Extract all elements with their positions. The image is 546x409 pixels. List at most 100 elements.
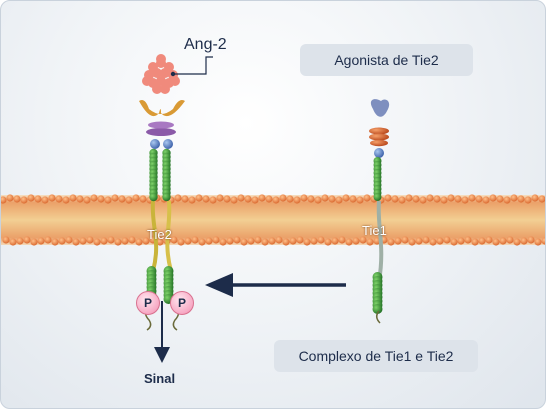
lipid-head [188, 196, 196, 204]
lipid-head [20, 196, 28, 204]
lipid-head [296, 236, 304, 244]
lipid-head [321, 194, 329, 202]
lipid-head [433, 195, 441, 203]
lipid-head [30, 238, 38, 246]
tie2-purple-ring [148, 121, 174, 129]
lipid-head [314, 196, 322, 204]
lipid-head [209, 196, 217, 204]
lipid-head [328, 195, 336, 203]
lipid-head [401, 236, 409, 244]
lipid-head [419, 196, 427, 204]
lipid-head [524, 196, 532, 204]
cell-membrane [1, 194, 545, 246]
lipid-head [541, 237, 545, 245]
lipid-head [384, 194, 392, 202]
lipid-head [464, 236, 472, 244]
signal-label: Sinal [144, 371, 176, 386]
lipid-head [13, 195, 21, 203]
lipid-head [415, 237, 423, 245]
lipid-head [503, 196, 511, 204]
lipid-head [475, 195, 483, 203]
lipid-head [534, 238, 542, 246]
lipid-head [23, 236, 31, 244]
lipid-head [219, 238, 227, 246]
lipid-head [317, 236, 325, 244]
lipid-head [335, 196, 343, 204]
lipid-head [139, 195, 147, 203]
lipid-head [405, 194, 413, 202]
lipid-head [93, 238, 101, 246]
lipid-head [510, 194, 518, 202]
lipid-head [16, 237, 24, 245]
lipid-head [170, 236, 178, 244]
lipid-head [2, 236, 10, 244]
tie1-extracellular-domains [373, 157, 382, 201]
lipid-head [132, 194, 140, 202]
lipid-head [300, 194, 308, 202]
lipid-head [538, 195, 545, 203]
lipid-head [293, 196, 301, 204]
lipid-head [34, 195, 42, 203]
lipid-head [226, 237, 234, 245]
lipid-head [128, 236, 136, 244]
tie2-extracellular-domains [149, 148, 171, 202]
lipid-head [531, 194, 539, 202]
lipid-head [233, 236, 241, 244]
lipid-head [174, 194, 182, 202]
lipid-head [76, 195, 84, 203]
lipid-head [363, 194, 371, 202]
lipid-head [177, 238, 185, 246]
lipid-head [272, 196, 280, 204]
ang2-subunit [156, 54, 166, 64]
lipid-head [436, 237, 444, 245]
lipid-head [398, 196, 406, 204]
protein-domain [149, 192, 158, 202]
lipid-head [48, 194, 56, 202]
lipid-head [114, 238, 122, 246]
lipid-head [492, 238, 500, 246]
ang2-leader-dot [170, 71, 176, 77]
agonist-label: Agonista de Tie2 [334, 52, 439, 68]
lipid-head [289, 237, 297, 245]
lipid-head [90, 194, 98, 202]
phosphate-badge: P [170, 291, 194, 315]
lipid-head [205, 237, 213, 245]
lipid-head [303, 238, 311, 246]
ang2-subunit [152, 84, 162, 94]
lipid-head [359, 236, 367, 244]
lipid-head [366, 238, 374, 246]
tie1-kinase-domains [372, 272, 383, 314]
lipid-head [55, 195, 63, 203]
lipid-head [454, 195, 462, 203]
ang2-subunit [170, 76, 180, 86]
lipid-head [506, 236, 514, 244]
lipid-head [195, 194, 203, 202]
lipid-head [107, 236, 115, 244]
lipid-head [212, 236, 220, 244]
ang2-subunit [152, 68, 162, 78]
lipid-head [265, 195, 273, 203]
phosphate-badge: P [136, 291, 160, 315]
lipid-head [125, 196, 133, 204]
ang2-subunit [142, 76, 152, 86]
lipid-head [429, 238, 437, 246]
lipid-head [261, 238, 269, 246]
lipid-head [387, 238, 395, 246]
lipid-head [41, 196, 49, 204]
lipid-head [275, 236, 283, 244]
tie1-blue-domain [374, 148, 384, 158]
lipid-head [468, 194, 476, 202]
lipid-head [471, 238, 479, 246]
complex-label: Complexo de Tie1 e Tie2 [298, 348, 454, 364]
lipid-head [156, 238, 164, 246]
lipid-head [198, 238, 206, 246]
tie1-label: Tie1 [362, 223, 387, 238]
lipid-head [443, 236, 451, 244]
lipid-head [482, 196, 490, 204]
lipid-head [237, 194, 245, 202]
lipid-head [6, 194, 14, 202]
tie2-blue-domain [150, 139, 160, 149]
lipid-head [111, 194, 119, 202]
ang2-subunit [160, 68, 170, 78]
